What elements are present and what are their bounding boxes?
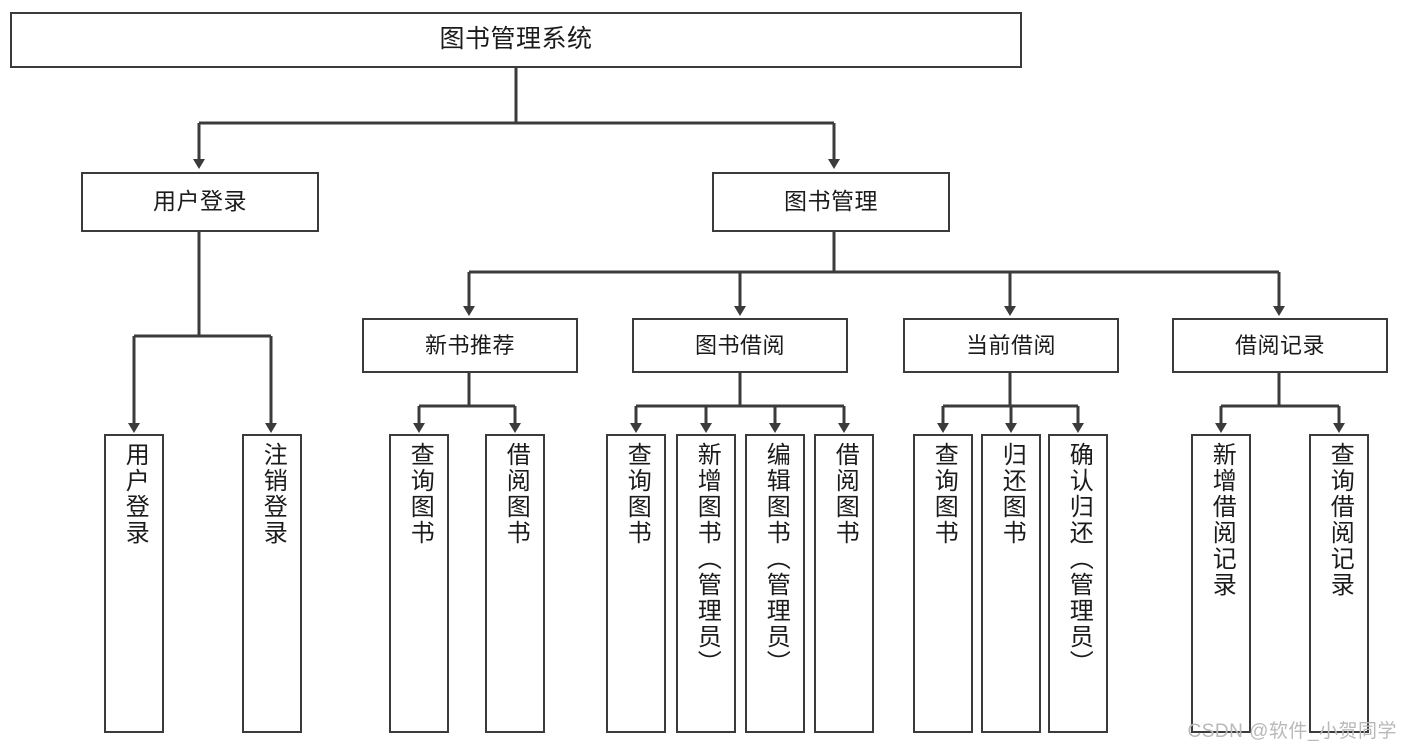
node-leaf-confirm-return[interactable]: 确认归还（管理员） [1048,434,1108,733]
node-current-borrow[interactable]: 当前借阅 [903,318,1119,373]
node-root-book-management-system[interactable]: 图书管理系统 [10,12,1022,68]
node-leaf-borrow-book-1[interactable]: 借阅图书 [485,434,545,733]
node-leaf-add-record-label: 新增借阅记录 [1208,442,1236,598]
node-leaf-add-book-label: 新增图书（管理员） [693,442,721,676]
node-leaf-query-book-2[interactable]: 查询图书 [606,434,666,733]
node-leaf-query-book-3[interactable]: 查询图书 [913,434,973,733]
node-book-manage-label: 图书管理 [784,188,878,215]
node-book-manage[interactable]: 图书管理 [712,172,950,232]
watermark-text: CSDN @软件_小贺同学 [1187,721,1397,742]
node-user-login[interactable]: 用户登录 [81,172,319,232]
node-new-book-recommend-label: 新书推荐 [424,332,515,358]
node-leaf-query-book-2-label: 查询图书 [623,442,651,546]
node-leaf-return-book[interactable]: 归还图书 [981,434,1041,733]
node-leaf-logout-label: 注销登录 [259,442,287,546]
node-leaf-query-book-1[interactable]: 查询图书 [389,434,449,733]
node-current-borrow-label: 当前借阅 [965,332,1056,358]
node-leaf-query-record[interactable]: 查询借阅记录 [1309,434,1369,733]
node-leaf-borrow-book-2-label: 借阅图书 [831,442,859,546]
node-leaf-user-login[interactable]: 用户登录 [104,434,164,733]
node-book-borrow-label: 图书借阅 [694,332,785,358]
node-leaf-borrow-book-2[interactable]: 借阅图书 [814,434,874,733]
node-leaf-logout[interactable]: 注销登录 [242,434,302,733]
node-borrow-record[interactable]: 借阅记录 [1172,318,1388,373]
node-leaf-query-book-1-label: 查询图书 [406,442,434,546]
node-leaf-user-login-label: 用户登录 [121,442,149,546]
node-leaf-borrow-book-1-label: 借阅图书 [502,442,530,546]
node-user-login-label: 用户登录 [153,188,247,215]
node-new-book-recommend[interactable]: 新书推荐 [362,318,578,373]
node-leaf-add-record[interactable]: 新增借阅记录 [1191,434,1251,733]
node-book-borrow[interactable]: 图书借阅 [632,318,848,373]
node-leaf-confirm-return-label: 确认归还（管理员） [1065,442,1093,676]
node-leaf-edit-book-label: 编辑图书（管理员） [762,442,790,676]
node-borrow-record-label: 借阅记录 [1234,332,1325,358]
node-leaf-return-book-label: 归还图书 [998,442,1026,546]
node-leaf-add-book[interactable]: 新增图书（管理员） [676,434,736,733]
node-root-label: 图书管理系统 [439,25,593,54]
node-leaf-query-book-3-label: 查询图书 [930,442,958,546]
node-leaf-edit-book[interactable]: 编辑图书（管理员） [745,434,805,733]
node-leaf-query-record-label: 查询借阅记录 [1326,442,1354,598]
